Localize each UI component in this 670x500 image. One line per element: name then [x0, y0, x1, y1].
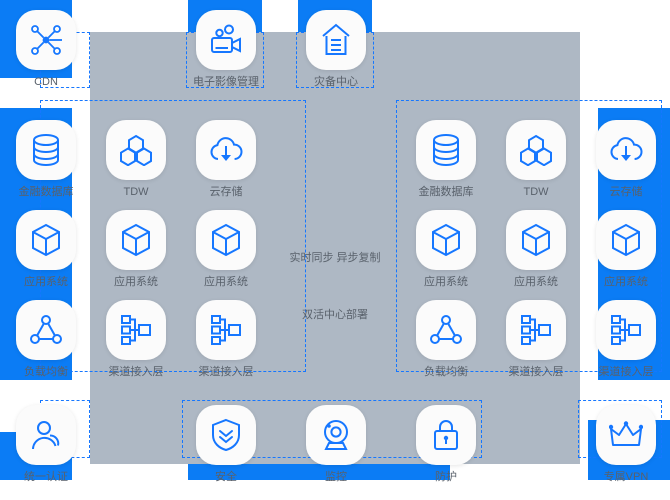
node-l-app3[interactable]: 应用系统 [190, 210, 262, 289]
node-label: 专属VPN [603, 471, 649, 483]
node-label: 渠道接入层 [108, 366, 164, 378]
cube-icon [16, 210, 76, 270]
hexagons-icon [106, 120, 166, 180]
node-r-db[interactable]: 金融数据库 [410, 120, 482, 199]
node-label: 应用系统 [604, 276, 648, 288]
cube-icon [506, 210, 566, 270]
lock-icon [416, 405, 476, 465]
camera-eye-icon [306, 405, 366, 465]
node-label: 安全 [215, 471, 237, 483]
node-label: 渠道接入层 [508, 366, 564, 378]
cube-icon [106, 210, 166, 270]
node-label: 渠道接入层 [198, 366, 254, 378]
cdn-network-icon [16, 10, 76, 70]
node-label: 灾备中心 [314, 76, 358, 88]
node-label: 负载均衡 [24, 366, 68, 378]
node-eim[interactable]: 电子影像管理 [190, 10, 262, 89]
center-caption-deploy: 双活中心部署 [302, 309, 368, 321]
node-r-app3[interactable]: 应用系统 [590, 210, 662, 289]
node-label: 负载均衡 [424, 366, 468, 378]
group-box-right-dc [396, 100, 662, 372]
node-b-vpn[interactable]: 专属VPN [590, 405, 662, 484]
node-label: 应用系统 [24, 276, 68, 288]
node-label: 渠道接入层 [598, 366, 654, 378]
node-r-app2[interactable]: 应用系统 [500, 210, 572, 289]
node-dr[interactable]: 灾备中心 [300, 10, 372, 89]
node-l-tdw[interactable]: TDW [100, 120, 172, 199]
center-caption-sync: 实时同步 异步复制 [289, 252, 381, 264]
node-r-ch1[interactable]: 渠道接入层 [500, 300, 572, 379]
node-r-cos[interactable]: 云存储 [590, 120, 662, 199]
node-l-app1[interactable]: 应用系统 [10, 210, 82, 289]
user-icon [16, 405, 76, 465]
data-center-icon [306, 10, 366, 70]
cube-icon [196, 210, 256, 270]
database-icon [416, 120, 476, 180]
node-r-tdw[interactable]: TDW [500, 120, 572, 199]
node-b-mon[interactable]: 监控 [300, 405, 372, 484]
node-b-sec[interactable]: 安全 [190, 405, 262, 484]
node-b-pro[interactable]: 防护 [410, 405, 482, 484]
node-l-cos[interactable]: 云存储 [190, 120, 262, 199]
node-label: 电子影像管理 [193, 76, 259, 88]
load-balancer-icon [416, 300, 476, 360]
node-label: TDW [523, 186, 549, 198]
node-r-ch2[interactable]: 渠道接入层 [590, 300, 662, 379]
database-icon [16, 120, 76, 180]
node-l-ch2[interactable]: 渠道接入层 [190, 300, 262, 379]
node-label: 金融数据库 [418, 186, 474, 198]
node-label: TDW [123, 186, 149, 198]
load-balancer-icon [16, 300, 76, 360]
node-label: 统一认证 [24, 471, 68, 483]
node-l-app2[interactable]: 应用系统 [100, 210, 172, 289]
node-l-lb[interactable]: 负载均衡 [10, 300, 82, 379]
cube-icon [596, 210, 656, 270]
center-grey-panel [90, 32, 580, 464]
cloud-download-icon [596, 120, 656, 180]
node-l-ch1[interactable]: 渠道接入层 [100, 300, 172, 379]
node-label: CDN [34, 76, 58, 88]
crown-icon [596, 405, 656, 465]
node-label: 金融数据库 [18, 186, 74, 198]
node-label: 应用系统 [204, 276, 248, 288]
cube-icon [416, 210, 476, 270]
node-label: 应用系统 [114, 276, 158, 288]
node-cdn[interactable]: CDN [10, 10, 82, 89]
node-label: 应用系统 [424, 276, 468, 288]
node-label: 应用系统 [514, 276, 558, 288]
node-label: 防护 [435, 471, 457, 483]
node-label: 监控 [325, 471, 347, 483]
node-r-app1[interactable]: 应用系统 [410, 210, 482, 289]
shield-icon [196, 405, 256, 465]
video-camera-icon [196, 10, 256, 70]
org-tree-icon [196, 300, 256, 360]
node-r-lb[interactable]: 负载均衡 [410, 300, 482, 379]
node-l-db[interactable]: 金融数据库 [10, 120, 82, 199]
node-b-auth[interactable]: 统一认证 [10, 405, 82, 484]
hexagons-icon [506, 120, 566, 180]
org-tree-icon [596, 300, 656, 360]
cloud-download-icon [196, 120, 256, 180]
node-label: 云存储 [609, 186, 643, 198]
org-tree-icon [506, 300, 566, 360]
org-tree-icon [106, 300, 166, 360]
node-label: 云存储 [209, 186, 243, 198]
